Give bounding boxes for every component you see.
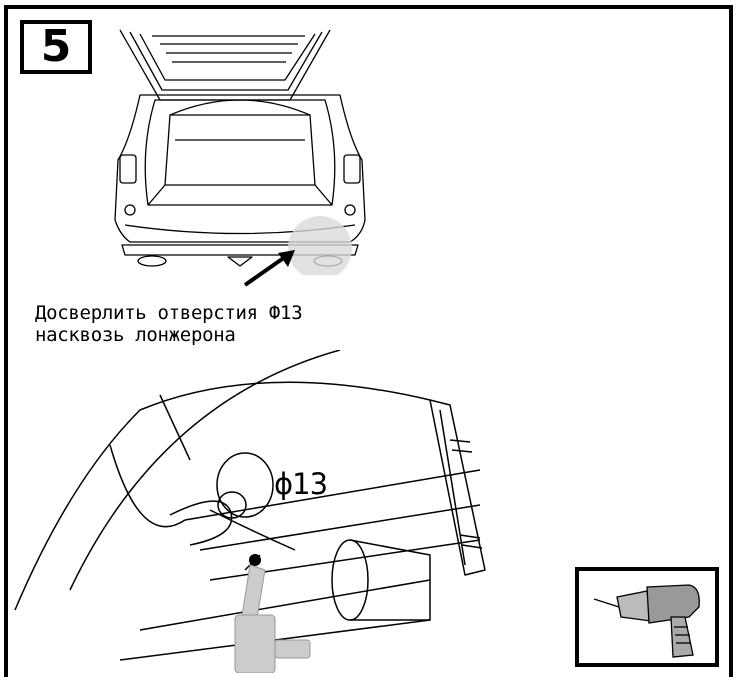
instruction-caption: Досверлить отверстия Ф13 насквозь лонжер… [35, 302, 455, 346]
step-number: 5 [40, 21, 72, 72]
instruction-frame [4, 5, 733, 677]
pointer-arrow-icon [243, 250, 295, 287]
drill-icon [593, 584, 700, 658]
instruction-line-2: насквозь лонжерона [35, 324, 236, 346]
instruction-line-1: Досверлить отверстия Ф13 [35, 302, 303, 324]
frame-rail-detail-icon [14, 350, 486, 673]
drill-tool-box [575, 567, 719, 667]
hole-diameter-label: ϕ13 [274, 467, 328, 501]
step-number-badge: 5 [20, 20, 92, 74]
car-rear-view-icon [114, 29, 366, 275]
